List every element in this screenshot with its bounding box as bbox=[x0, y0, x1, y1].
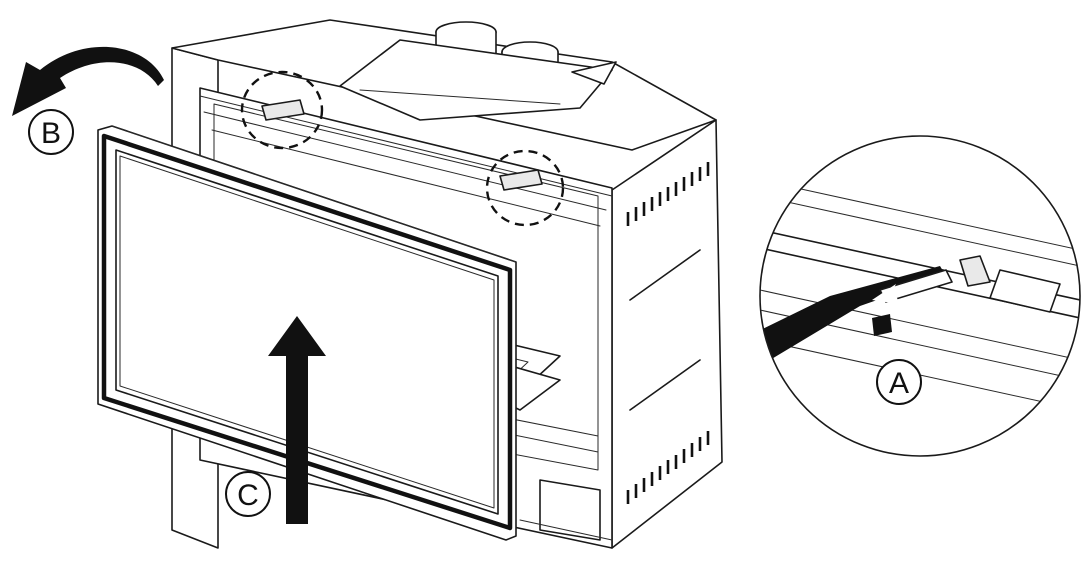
rotate-arrow-b bbox=[12, 46, 164, 116]
callout-a-label: A bbox=[889, 367, 909, 400]
callout-c: C bbox=[225, 471, 271, 517]
callout-c-label: C bbox=[237, 479, 259, 512]
lift-arrow-c bbox=[268, 316, 326, 524]
glass-clip-right bbox=[499, 169, 543, 191]
callout-b-label: B bbox=[41, 117, 61, 150]
clip-highlight-left bbox=[240, 70, 324, 150]
side-vents bbox=[626, 162, 710, 504]
callout-b: B bbox=[28, 109, 74, 155]
glass-clip-left bbox=[261, 99, 305, 121]
clip-highlight-right bbox=[485, 149, 565, 227]
detail-magnifier bbox=[759, 135, 1081, 457]
flue-collars bbox=[339, 21, 617, 121]
callout-a: A bbox=[876, 359, 922, 405]
